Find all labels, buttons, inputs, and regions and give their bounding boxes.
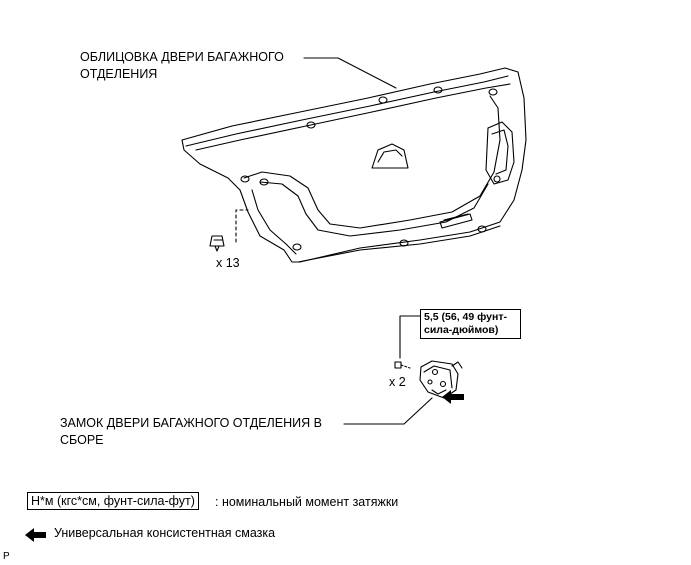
torque-spec-line1: 5,5 (56, 49 фунт-: [424, 311, 507, 323]
grease-arrow-icon: [442, 390, 464, 404]
torque-spec-box: 5,5 (56, 49 фунт- сила-дюймов): [420, 309, 521, 339]
trim-label-line2: ОТДЕЛЕНИЯ: [80, 67, 158, 81]
bolt-icon: [394, 361, 411, 369]
bolt-quantity: x 2: [389, 375, 406, 389]
grease-legend-text: Универсальная консистентная смазка: [54, 526, 276, 540]
clip-icon: [209, 235, 225, 252]
grease-arrow-icon: [25, 528, 46, 542]
trim-label-line1: ОБЛИЦОВКА ДВЕРИ БАГАЖНОГО: [80, 50, 284, 64]
clip-quantity: x 13: [216, 256, 240, 270]
trunk-lid-trim-drawing: [181, 67, 527, 263]
lock-label-line1: ЗАМОК ДВЕРИ БАГАЖНОГО ОТДЕЛЕНИЯ В: [60, 416, 322, 430]
lock-label-line2: СБОРЕ: [60, 433, 104, 447]
torque-spec-line2: сила-дюймов): [424, 324, 499, 336]
torque-unit-box: Н*м (кгс*см, фунт-сила-фут): [27, 492, 199, 510]
lock-assembly-drawing: [419, 360, 463, 399]
corner-mark: P: [3, 551, 10, 562]
torque-legend-text: : номинальный момент затяжки: [215, 495, 399, 509]
